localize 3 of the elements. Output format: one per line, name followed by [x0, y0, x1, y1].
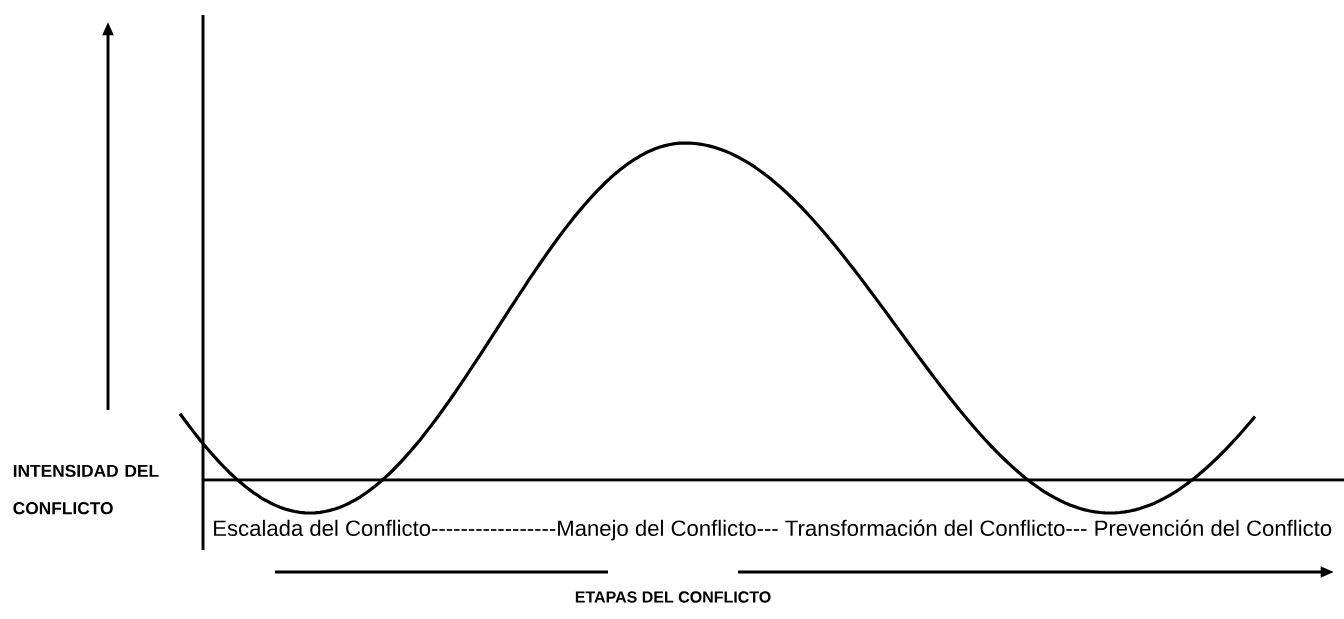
axis-title: INTENSIDAD DEL CONFLICTO: [13, 464, 159, 515]
stage-labels: Escalada del Conflicto-----------------Manejo del Conflicto--- Transformación del Conflicto--- Prevención del Conflicto: [214, 519, 1332, 541]
axis-title: ETAPAS DEL CONFLICTO: [575, 591, 771, 603]
